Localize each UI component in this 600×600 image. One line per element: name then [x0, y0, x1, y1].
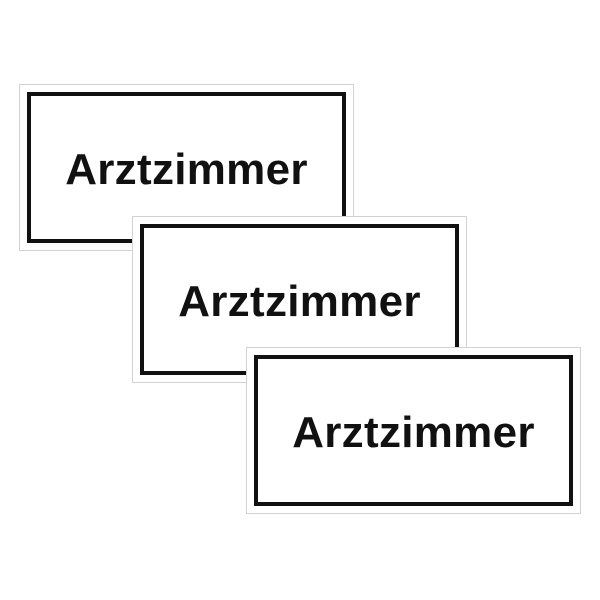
sign-front: Arztzimmer: [246, 347, 581, 514]
sign-label: Arztzimmer: [178, 276, 421, 326]
sign-frame: Arztzimmer: [254, 355, 573, 506]
sign-label: Arztzimmer: [292, 407, 535, 457]
sign-label: Arztzimmer: [65, 144, 308, 194]
